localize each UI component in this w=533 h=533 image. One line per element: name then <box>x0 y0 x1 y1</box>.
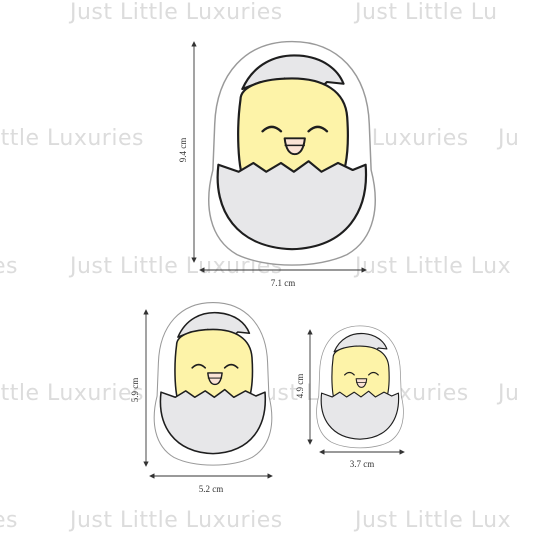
watermark-text: Just Little Lux <box>355 254 512 279</box>
cutter-medium: 5.9 cm 5.2 cm <box>130 301 273 494</box>
width-label: 7.1 cm <box>271 278 296 288</box>
watermark-text: es <box>0 254 18 279</box>
watermark-text: Just Little Lux <box>355 508 512 533</box>
watermark-text: Just Little Luxuries <box>70 0 283 25</box>
watermark-text: ittle Luxuries <box>0 126 144 151</box>
cutter-large: 9.4 cm 7.1 cm <box>178 40 377 288</box>
watermark-text: ittle Luxuries <box>0 381 144 406</box>
cutter-small: 4.9 cm 3.7 cm <box>295 325 405 469</box>
width-label: 3.7 cm <box>350 459 375 469</box>
height-label: 4.9 cm <box>295 374 305 399</box>
height-label: 9.4 cm <box>178 138 188 163</box>
height-label: 5.9 cm <box>130 378 140 403</box>
watermark-text: Ju <box>498 126 520 151</box>
watermark-text: Ju <box>498 381 520 406</box>
watermark-text: es <box>0 508 18 533</box>
watermark-text: Just Little Luxuries <box>70 508 283 533</box>
width-label: 5.2 cm <box>199 484 224 494</box>
watermark-text: Just Little Lu <box>355 0 498 25</box>
